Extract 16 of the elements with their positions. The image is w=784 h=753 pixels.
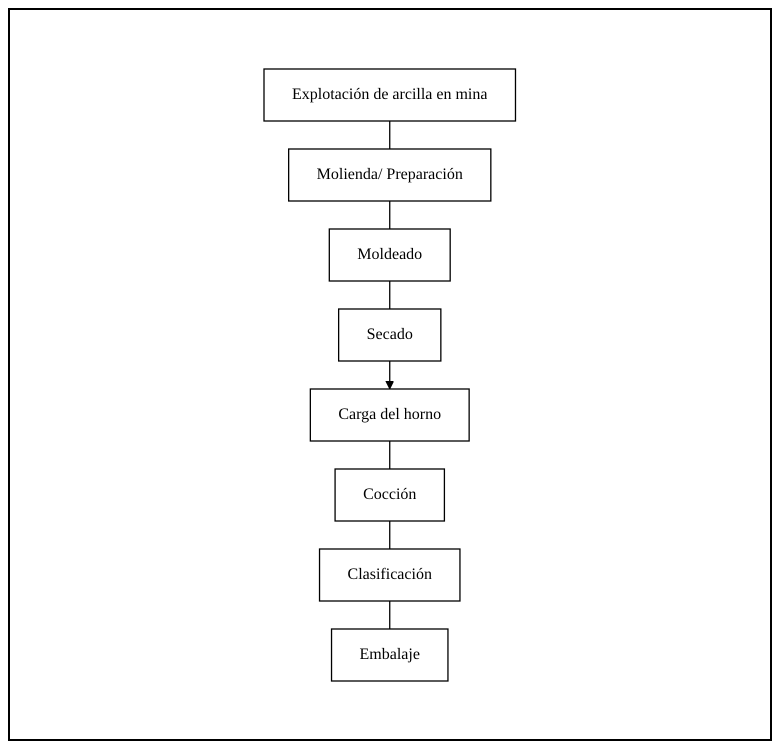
node-box: [319, 548, 461, 602]
node-box: [264, 68, 516, 122]
connector: [389, 440, 391, 468]
connector: [389, 120, 391, 148]
connector: [389, 280, 391, 308]
arrow: [386, 360, 394, 389]
node-box: [310, 388, 470, 442]
connector: [389, 520, 391, 548]
connector: [389, 200, 391, 228]
node-box: [328, 228, 452, 282]
node-box: [288, 148, 492, 202]
diagram-frame: Explotación de arcilla en mina Molienda/ Preparación Moldeado Secado Carga del horno Cocción Clasificación Embalaje: [8, 8, 772, 741]
node-box: [338, 308, 442, 362]
node-box: [334, 468, 446, 522]
connector: [389, 600, 391, 628]
node-box: [331, 628, 449, 682]
